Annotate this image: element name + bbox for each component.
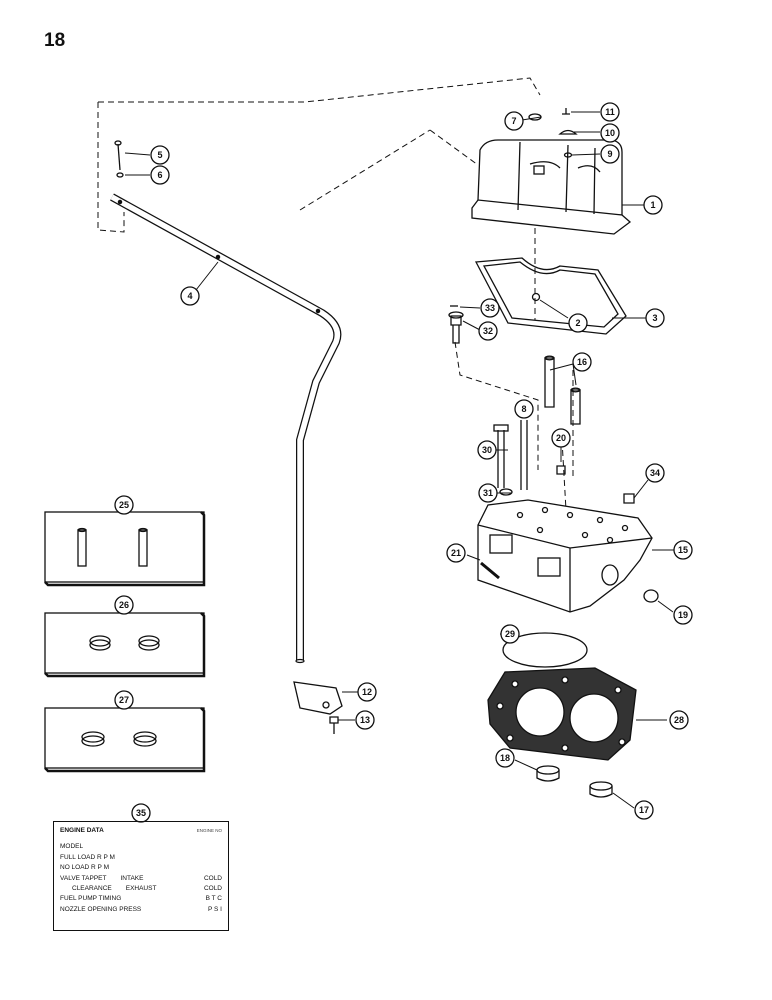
part-28-head-gasket bbox=[487, 667, 637, 761]
callout-10: 10 bbox=[605, 128, 615, 138]
part-31-washer bbox=[499, 488, 513, 496]
row-right: B T C bbox=[205, 895, 222, 903]
engine-plate-row: MODEL bbox=[60, 842, 222, 852]
part-6-washer bbox=[116, 172, 124, 178]
row-right: COLD bbox=[203, 874, 222, 882]
engine-data-plate: ENGINE DATA ENGINE NO MODEL FULL LOAD R … bbox=[53, 821, 229, 931]
callout-33: 33 bbox=[485, 303, 495, 313]
part-30-bolt bbox=[493, 424, 509, 488]
part-10-washer bbox=[558, 129, 578, 135]
callout-29: 29 bbox=[505, 629, 515, 639]
engine-plate-serial: ENGINE NO bbox=[196, 828, 222, 833]
engine-plate-title: ENGINE DATA bbox=[60, 827, 104, 834]
kit-27-box bbox=[44, 707, 206, 773]
part-13-bolt bbox=[329, 716, 339, 734]
part-4-tube bbox=[110, 193, 342, 664]
row-label: CLEARANCE bbox=[72, 885, 112, 893]
callout-11: 11 bbox=[605, 107, 615, 117]
engine-plate-row: FUEL PUMP TIMING B T C bbox=[60, 894, 222, 904]
part-16-sleeves bbox=[544, 355, 581, 425]
row-label: FULL LOAD R P M bbox=[60, 853, 115, 861]
callout-31: 31 bbox=[483, 488, 493, 498]
part-34-plug bbox=[623, 493, 635, 504]
kit-25-box bbox=[44, 511, 206, 587]
row-label: MODEL bbox=[60, 843, 84, 851]
dashed-assembly-lines bbox=[97, 77, 574, 511]
part-17-cup bbox=[589, 781, 613, 798]
leader-lines bbox=[124, 111, 674, 809]
part-1-valve-cover bbox=[471, 139, 632, 235]
callout-16: 16 bbox=[577, 357, 587, 367]
row-label: VALVE TAPPET bbox=[60, 874, 107, 882]
part-19-cup-plug bbox=[643, 589, 659, 603]
callout-5: 5 bbox=[157, 150, 162, 160]
callout-6: 6 bbox=[157, 170, 162, 180]
callout-26: 26 bbox=[119, 600, 129, 610]
callout-13: 13 bbox=[360, 715, 370, 725]
callout-8: 8 bbox=[521, 404, 526, 414]
row-label: FUEL PUMP TIMING bbox=[60, 895, 122, 903]
row-right: COLD bbox=[203, 885, 222, 893]
row-label: NO LOAD R P M bbox=[60, 864, 110, 872]
part-12-plate bbox=[293, 681, 343, 715]
callout-7: 7 bbox=[511, 116, 516, 126]
callout-19: 19 bbox=[678, 610, 688, 620]
row-label: NOZZLE OPENING PRESS bbox=[60, 905, 142, 913]
part-8-stud bbox=[520, 420, 528, 490]
part-5-bolt bbox=[114, 140, 122, 171]
part-32-fitting bbox=[448, 311, 464, 344]
row-mid bbox=[115, 853, 222, 863]
row-mid: EXHAUST bbox=[125, 885, 157, 893]
row-mid bbox=[141, 905, 208, 915]
callout-32: 32 bbox=[483, 326, 493, 336]
row-mid bbox=[109, 863, 222, 873]
part-29-seal-ring bbox=[502, 632, 588, 668]
callout-3: 3 bbox=[652, 313, 657, 323]
callout-circles bbox=[114, 102, 693, 823]
callout-21: 21 bbox=[451, 548, 461, 558]
engine-plate-header: ENGINE DATA ENGINE NO bbox=[60, 826, 222, 836]
engine-plate-row: NO LOAD R P M bbox=[60, 863, 222, 873]
callout-35: 35 bbox=[136, 808, 146, 818]
callout-28: 28 bbox=[674, 715, 684, 725]
part-2-grommet bbox=[531, 292, 541, 302]
callout-2: 2 bbox=[575, 318, 580, 328]
row-mid bbox=[83, 842, 222, 852]
callout-34: 34 bbox=[650, 468, 660, 478]
part-11-nut bbox=[562, 108, 570, 115]
row-mid bbox=[121, 894, 205, 904]
part-21-pin bbox=[480, 561, 500, 580]
callout-12: 12 bbox=[362, 687, 372, 697]
callout-18: 18 bbox=[500, 753, 510, 763]
page-number: 18 bbox=[44, 30, 66, 51]
row-mid: INTAKE bbox=[120, 874, 144, 882]
part-9-grommet bbox=[563, 152, 573, 158]
callout-15: 15 bbox=[678, 545, 688, 555]
callout-20: 20 bbox=[556, 433, 566, 443]
part-15-cylinder-head bbox=[477, 499, 653, 613]
part-18-cup bbox=[536, 765, 560, 782]
callout-4: 4 bbox=[187, 291, 192, 301]
callout-30: 30 bbox=[482, 445, 492, 455]
part-3-gasket bbox=[474, 257, 627, 335]
row-right: P S I bbox=[208, 905, 222, 913]
callout-1: 1 bbox=[650, 200, 655, 210]
engine-plate-row: VALVE TAPPET INTAKE COLD bbox=[60, 874, 222, 884]
engine-plate-row: NOZZLE OPENING PRESS P S I bbox=[60, 905, 222, 915]
callout-25: 25 bbox=[119, 500, 129, 510]
kit-26-box bbox=[44, 612, 206, 678]
callout-9: 9 bbox=[607, 149, 612, 159]
callout-27: 27 bbox=[119, 695, 129, 705]
part-20-nut bbox=[556, 465, 566, 475]
engine-plate-row: CLEARANCE EXHAUST COLD bbox=[60, 884, 222, 894]
engine-plate-row: FULL LOAD R P M bbox=[60, 853, 222, 863]
callout-17: 17 bbox=[639, 805, 649, 815]
